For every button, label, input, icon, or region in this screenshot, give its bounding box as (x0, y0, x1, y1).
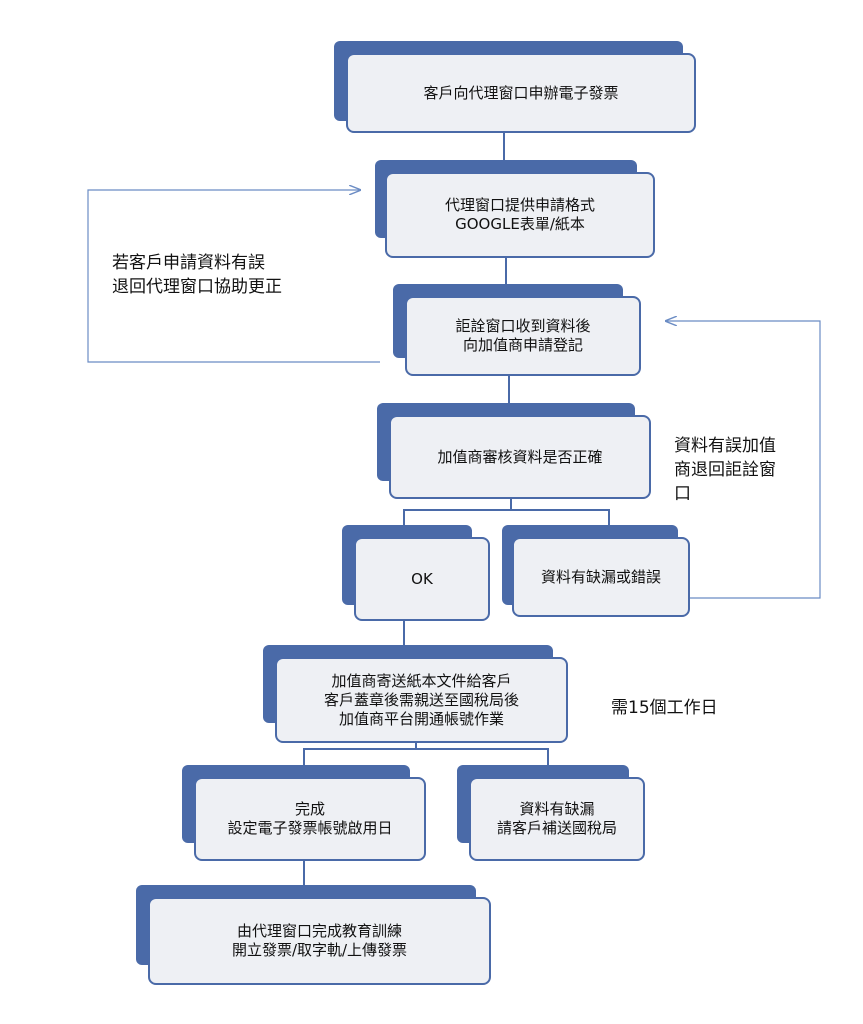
step-mail-box: 加值商寄送紙本文件給客戶 客戶蓋章後需親送至國稅局後 加值商平台開通帳號作業 (275, 657, 568, 743)
step-ok: OK (342, 525, 490, 621)
step-training-line-1: 由代理窗口完成教育訓練 (236, 922, 402, 940)
note-client-error-line-2: 退回代理窗口協助更正 (112, 277, 282, 297)
note-vendor-error: 資料有誤加值 商退回詎詮窗 口 (674, 434, 814, 506)
step-review-line-1: 加值商審核資料是否正確 (437, 447, 603, 466)
step-apply: 客戶向代理窗口申辦電子發票 (334, 41, 696, 133)
step-receive-line-1: 詎詮窗口收到資料後 (455, 317, 591, 335)
connector-mail-down (415, 740, 417, 750)
step-ok-line-1: OK (411, 569, 433, 588)
step-mail-line-1: 加值商寄送紙本文件給客戶 (331, 671, 512, 690)
connector-done-to-training (303, 859, 305, 889)
step-training-line-2: 開立發票/取字軌/上傳發票 (231, 941, 408, 959)
note-vendor-error-line-3: 口 (674, 484, 691, 504)
step-training-box: 由代理窗口完成教育訓練 開立發票/取字軌/上傳發票 (148, 897, 491, 985)
vendor-error-return-arrow (666, 321, 821, 599)
step-training: 由代理窗口完成教育訓練 開立發票/取字軌/上傳發票 (136, 885, 491, 985)
note-work-days: 需15個工作日 (611, 696, 771, 720)
connector-review-branch (403, 509, 610, 511)
step-mail: 加值商寄送紙本文件給客戶 客戶蓋章後需親送至國稅局後 加值商平台開通帳號作業 (263, 645, 568, 743)
step-mail-line-2: 客戶蓋章後需親送至國稅局後 (323, 690, 519, 709)
step-receive: 詎詮窗口收到資料後 向加值商申請登記 (393, 284, 641, 376)
note-client-error-line-1: 若客戶申請資料有誤 (112, 253, 265, 273)
step-done-box: 完成 設定電子發票帳號啟用日 (194, 777, 426, 861)
step-review: 加值商審核資料是否正確 (377, 403, 651, 499)
connector-branch-done (303, 748, 305, 766)
connector-branch-resubmit (547, 748, 549, 766)
step-mail-line-3: 加值商平台開通帳號作業 (338, 709, 504, 728)
step-missing: 資料有缺漏或錯誤 (502, 525, 690, 617)
step-done-line-2: 設定電子發票帳號啟用日 (227, 819, 393, 837)
connector-mail-branch (303, 748, 549, 750)
step-missing-box: 資料有缺漏或錯誤 (512, 537, 690, 617)
step-ok-box: OK (354, 537, 490, 621)
connector-apply-to-agent (503, 130, 505, 164)
step-apply-line-1: 客戶向代理窗口申辦電子發票 (423, 83, 619, 102)
note-client-error: 若客戶申請資料有誤 退回代理窗口協助更正 (112, 251, 352, 299)
connector-branch-ok (403, 509, 405, 529)
step-resubmit-line-1: 資料有缺漏 (519, 800, 595, 818)
note-vendor-error-line-1: 資料有誤加值 (674, 436, 776, 456)
step-apply-box: 客戶向代理窗口申辦電子發票 (346, 53, 696, 133)
step-agent-form-box: 代理窗口提供申請格式 GOOGLE表單/紙本 (385, 172, 655, 258)
connector-agent-to-receive (505, 257, 507, 287)
step-resubmit: 資料有缺漏 請客戶補送國稅局 (457, 765, 645, 861)
step-agent-form-line-2: GOOGLE表單/紙本 (455, 215, 585, 233)
step-agent-form-line-1: 代理窗口提供申請格式 (444, 196, 595, 214)
step-done: 完成 設定電子發票帳號啟用日 (182, 765, 426, 861)
client-error-return-arrow (87, 190, 380, 363)
connector-review-down (510, 497, 512, 511)
step-receive-line-2: 向加值商申請登記 (462, 336, 583, 354)
step-done-line-1: 完成 (294, 800, 325, 818)
step-missing-line-1: 資料有缺漏或錯誤 (540, 567, 661, 586)
note-work-days-line-1: 需15個工作日 (611, 698, 718, 718)
note-vendor-error-line-2: 商退回詎詮窗 (674, 460, 776, 480)
step-receive-box: 詎詮窗口收到資料後 向加值商申請登記 (405, 296, 641, 376)
step-agent-form: 代理窗口提供申請格式 GOOGLE表單/紙本 (375, 160, 655, 258)
step-resubmit-box: 資料有缺漏 請客戶補送國稅局 (469, 777, 645, 861)
connector-branch-missing (608, 509, 610, 529)
connector-receive-to-review (508, 374, 510, 404)
connector-ok-to-mail (403, 602, 405, 647)
step-resubmit-line-2: 請客戶補送國稅局 (496, 819, 617, 837)
step-review-box: 加值商審核資料是否正確 (389, 415, 651, 499)
